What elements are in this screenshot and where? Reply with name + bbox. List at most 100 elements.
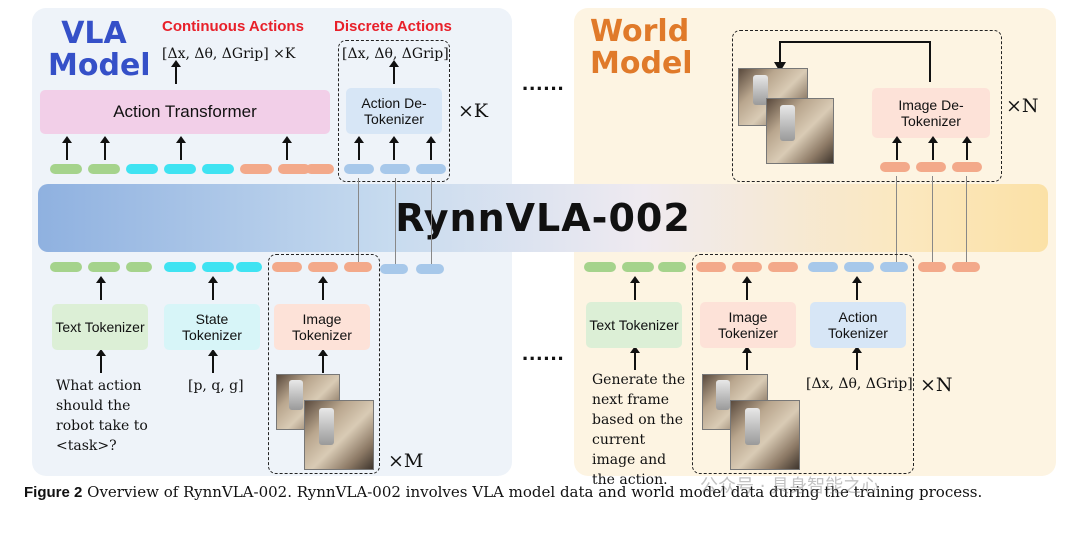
arrow <box>318 349 328 373</box>
arrow <box>171 60 181 84</box>
times-k-label: ×K <box>458 100 489 122</box>
connector-line <box>932 176 933 264</box>
image-token <box>768 262 798 272</box>
generated-frame-image-front <box>766 98 834 164</box>
state-token <box>202 262 234 272</box>
action-detokenizer-label: Action De-Tokenizer <box>361 95 427 127</box>
world-image-tokenizer-label: Image Tokenizer <box>718 309 778 341</box>
image-token <box>952 162 982 172</box>
action-token <box>844 262 874 272</box>
world-input-dashed-group <box>692 254 914 474</box>
arrow <box>389 136 399 160</box>
vla-title-line2: Model <box>48 48 151 83</box>
banner-title: RynnVLA-002 <box>395 196 691 240</box>
action-transformer-label: Action Transformer <box>113 102 257 121</box>
arrow <box>928 136 938 160</box>
text-token <box>658 262 686 272</box>
action-token <box>380 164 410 174</box>
text-token <box>584 262 616 272</box>
text-token <box>50 262 82 272</box>
action-token <box>880 262 908 272</box>
world-text-tokenizer-label: Text Tokenizer <box>589 317 679 333</box>
state-token <box>126 164 158 174</box>
text-token <box>88 262 120 272</box>
state-token <box>236 262 262 272</box>
arrow <box>62 136 72 160</box>
text-token <box>88 164 120 174</box>
arrow <box>852 346 862 370</box>
continuous-actions-math: [Δx, Δθ, ΔGrip] ×K <box>162 46 296 62</box>
world-action-input-math: [Δx, Δθ, ΔGrip] <box>806 376 913 392</box>
arrow <box>742 276 752 300</box>
arrow <box>852 276 862 300</box>
action-token <box>380 264 408 274</box>
action-token <box>808 262 838 272</box>
image-token <box>306 164 334 174</box>
continuous-actions-label: Continuous Actions <box>162 18 304 35</box>
arrow <box>354 136 364 160</box>
state-input-math: [p, q, g] <box>188 378 244 394</box>
text-token <box>126 262 152 272</box>
image-token <box>916 162 946 172</box>
action-token <box>416 264 444 274</box>
arrow <box>426 136 436 160</box>
image-token <box>952 262 980 272</box>
state-tokenizer-box: State Tokenizer <box>164 304 260 350</box>
arrow <box>742 346 752 370</box>
discrete-actions-label: Discrete Actions <box>334 18 452 35</box>
world-output-dashed-group <box>732 30 1002 182</box>
text-token <box>50 164 82 174</box>
arrow <box>630 346 640 370</box>
arrow <box>100 136 110 160</box>
arrow <box>318 276 328 300</box>
world-action-tokenizer-label: Action Tokenizer <box>828 309 888 341</box>
state-token <box>202 164 234 174</box>
arrow <box>282 136 292 160</box>
image-token <box>696 262 726 272</box>
connector-line <box>358 178 359 266</box>
input-image-front <box>304 400 374 470</box>
image-token <box>278 164 310 174</box>
times-n-bottom-label: ×N <box>920 374 953 396</box>
arrow <box>630 276 640 300</box>
image-token <box>272 262 302 272</box>
image-token <box>240 164 272 174</box>
connector-line <box>395 178 396 266</box>
state-token <box>164 262 196 272</box>
watermark: 公众号 · 具身智能之心 <box>700 476 880 497</box>
vla-title-line1: VLA <box>61 16 127 51</box>
times-m-label: ×M <box>388 450 424 472</box>
rynnvla-banner: RynnVLA-002 <box>38 184 1048 252</box>
world-input-image-front <box>730 400 800 470</box>
arrow <box>96 349 106 373</box>
times-n-top-label: ×N <box>1006 95 1039 117</box>
discrete-actions-math: [Δx, Δθ, ΔGrip] <box>342 46 449 62</box>
image-token <box>308 262 338 272</box>
arrow <box>208 276 218 300</box>
image-tokenizer-box: Image Tokenizer <box>274 304 370 350</box>
image-token <box>732 262 762 272</box>
world-model-title: World Model <box>590 16 693 80</box>
vla-title: VLA Model <box>48 16 151 83</box>
caption-text: Overview of RynnVLA-002. RynnVLA-002 inv… <box>87 483 983 501</box>
text-tokenizer-box: Text Tokenizer <box>52 304 148 350</box>
world-image-tokenizer-box: Image Tokenizer <box>700 302 796 348</box>
image-input-dashed-group <box>268 254 380 474</box>
connector-line <box>966 176 967 264</box>
world-title-line1: World <box>590 14 690 49</box>
discrete-actions-dashed-group <box>338 40 450 182</box>
action-transformer-box: Action Transformer <box>40 90 330 134</box>
arrow <box>96 276 106 300</box>
world-text-tokenizer-box: Text Tokenizer <box>586 302 682 348</box>
image-tokenizer-label: Image Tokenizer <box>292 311 352 343</box>
arrow <box>892 136 902 160</box>
world-title-line2: Model <box>590 46 693 81</box>
image-detokenizer-label: Image De-Tokenizer <box>898 97 964 129</box>
action-token <box>344 164 374 174</box>
arrow <box>389 60 399 84</box>
figure-caption: Figure 2 Overview of RynnVLA-002. RynnVL… <box>24 482 1064 503</box>
text-tokenizer-label: Text Tokenizer <box>55 319 145 335</box>
arrow <box>962 136 972 160</box>
arrow <box>208 349 218 373</box>
action-token <box>416 164 446 174</box>
